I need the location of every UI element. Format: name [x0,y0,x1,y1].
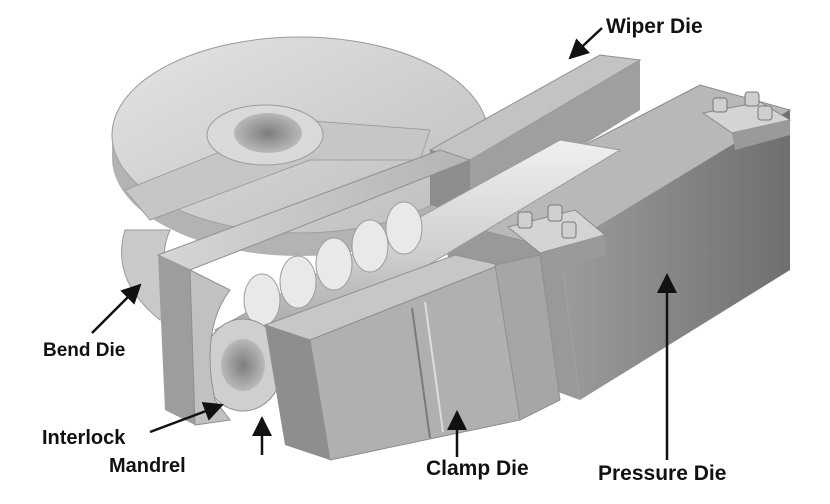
leader-arrows [91,27,677,460]
mandrel-label: Mandrel [109,455,186,477]
pressure-die-bolt-plate [701,91,792,150]
pressure-die-label: Pressure Die [598,462,727,485]
interlock-label: Interlock [42,427,126,449]
bend-die-arrow [91,283,142,334]
mandrel-balls [243,201,423,327]
tube-with-mandrel [202,139,622,412]
bend-die-label: Bend Die [43,340,126,361]
interlock-arrow [149,401,224,434]
bend-die-front-block [156,149,472,426]
wiper-die-label: Wiper Die [606,15,703,38]
clamp-die-label: Clamp Die [426,457,529,480]
clamp-bolt-plate [506,204,607,275]
wiper-die-arrow [568,27,603,60]
clamp-die [263,254,561,461]
